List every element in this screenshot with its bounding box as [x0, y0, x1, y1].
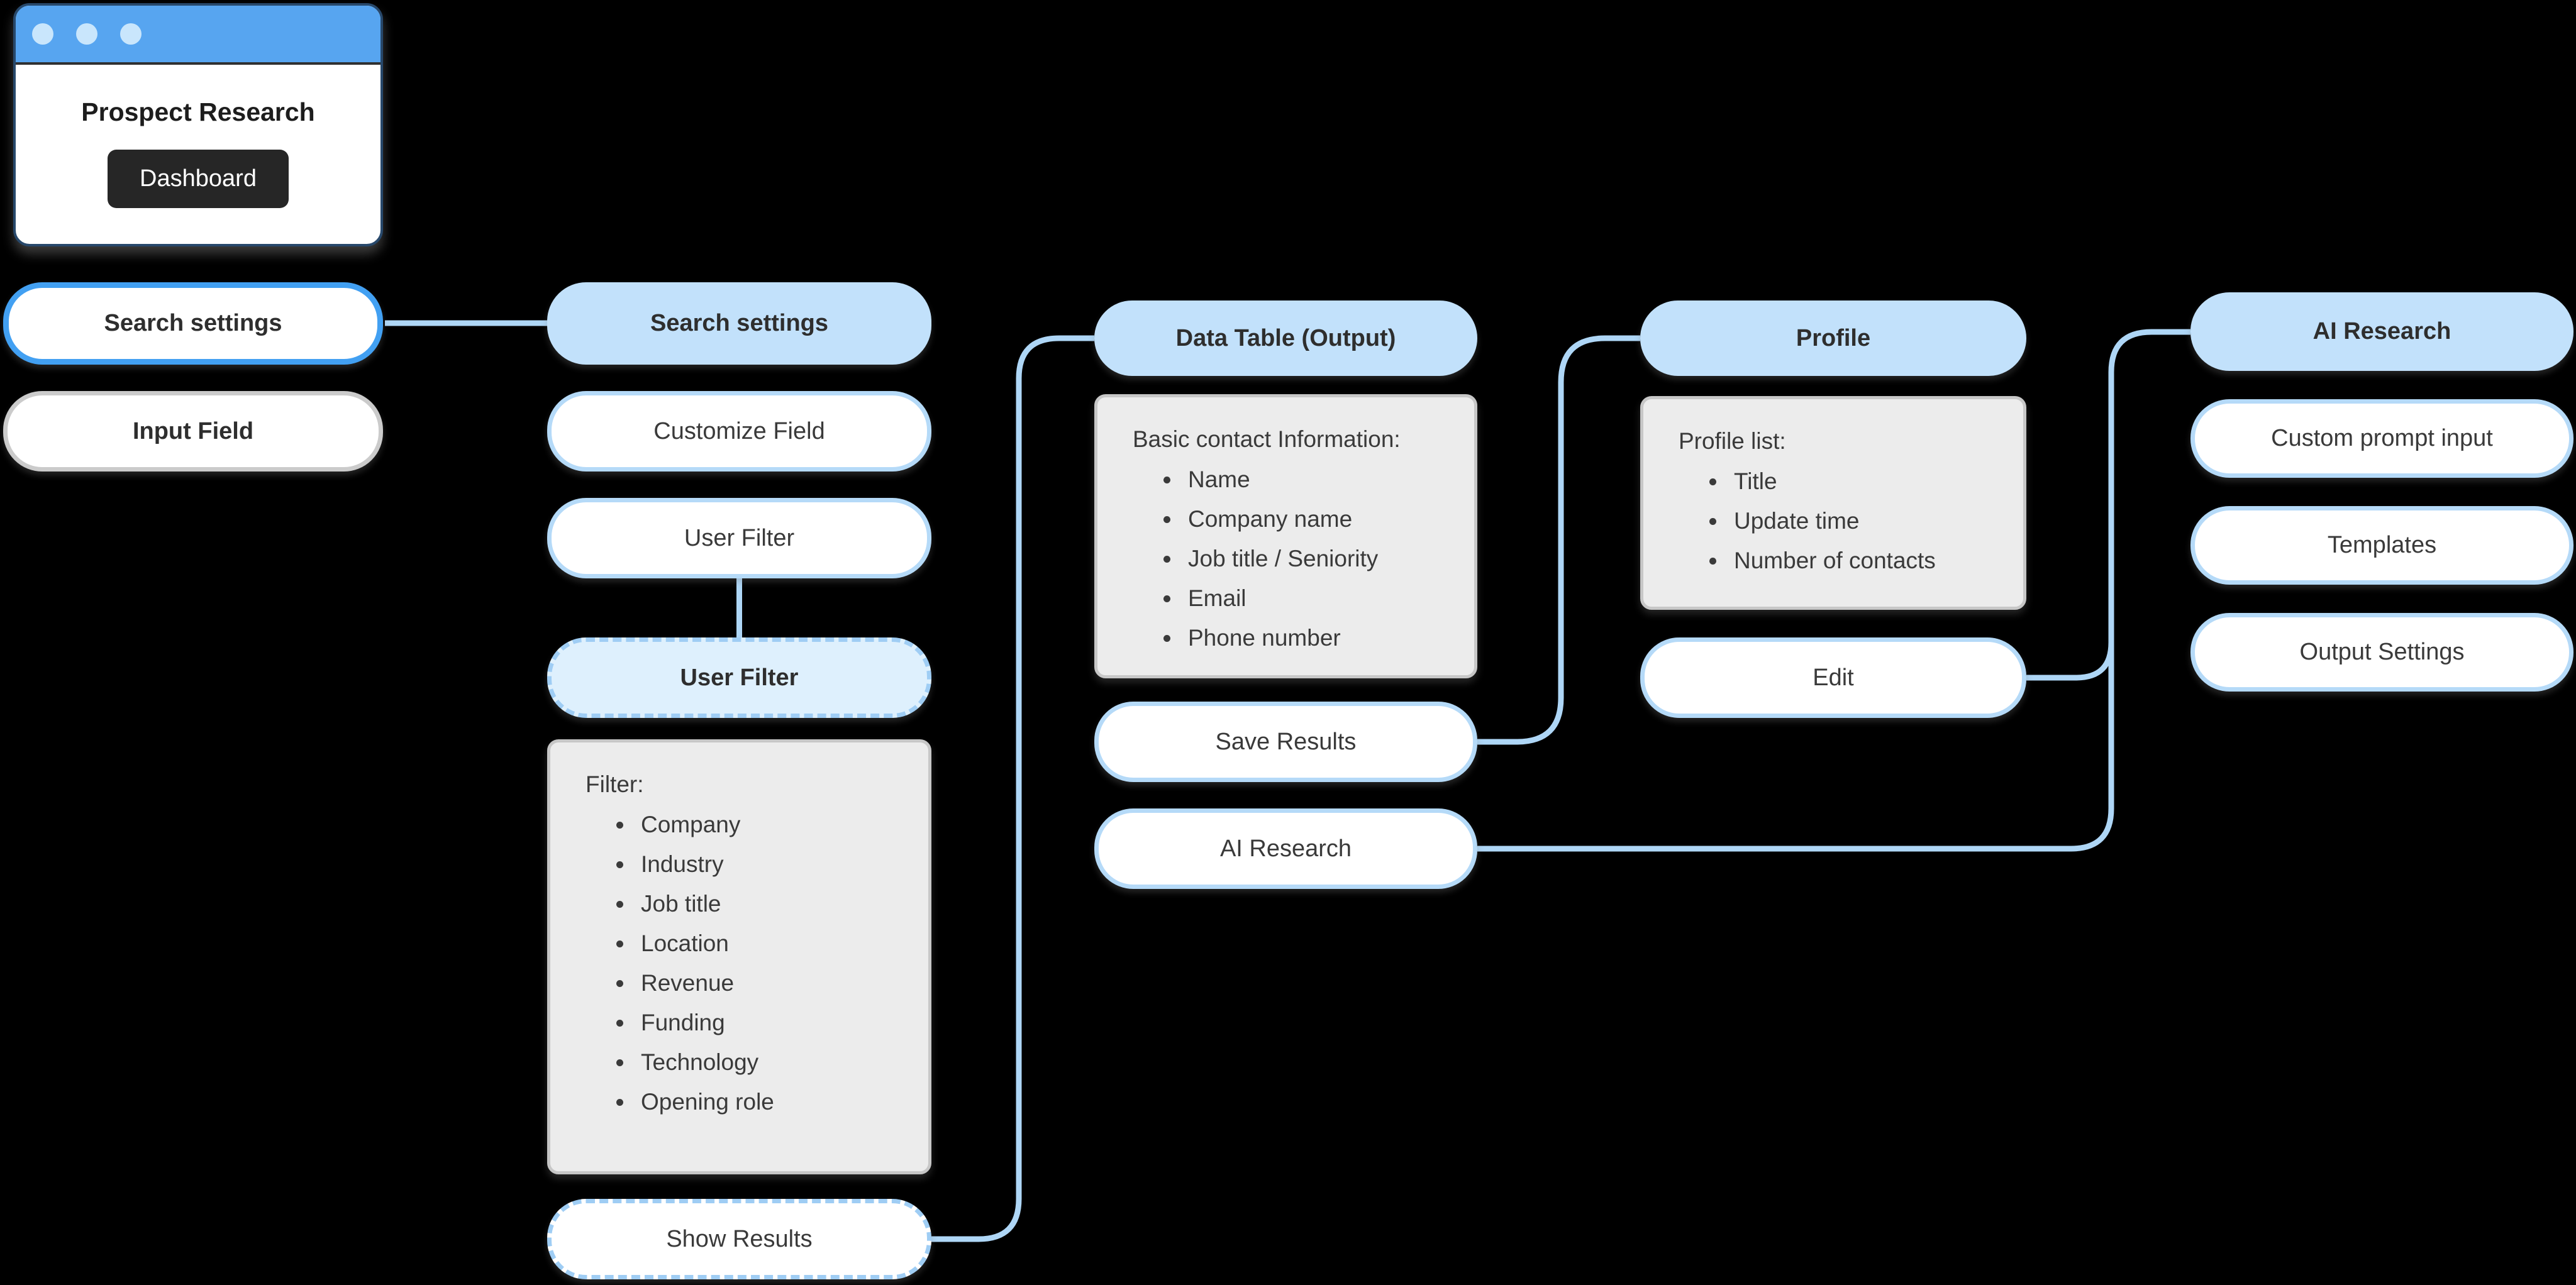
- user-filter-active-label: User Filter: [680, 664, 799, 691]
- profile-list-item: Number of contacts: [1728, 549, 2004, 572]
- contact-info-panel: Basic contact Information: Name Company …: [1094, 394, 1477, 678]
- nav-input-field-label: Input Field: [132, 417, 254, 444]
- contact-info-item: Job title / Seniority: [1182, 547, 1455, 570]
- edit-label: Edit: [1813, 664, 1854, 691]
- browser-body: Prospect Research Dashboard: [16, 97, 380, 208]
- dashboard-button[interactable]: Dashboard: [108, 150, 289, 208]
- ai-research-header-node[interactable]: AI Research: [2190, 292, 2573, 371]
- data-table-header-node[interactable]: Data Table (Output): [1094, 301, 1477, 376]
- profile-header-label: Profile: [1796, 324, 1871, 351]
- filter-item: Technology: [635, 1051, 909, 1074]
- filter-list: Company Industry Job title Location Reve…: [586, 813, 909, 1113]
- profile-header-node[interactable]: Profile: [1640, 301, 2026, 376]
- templates-label: Templates: [2327, 532, 2437, 558]
- contact-info-item: Company name: [1182, 507, 1455, 531]
- contact-info-title: Basic contact Information:: [1133, 426, 1401, 452]
- filter-item: Opening role: [635, 1090, 909, 1113]
- connector-edit-to-aiflow: [2026, 604, 2114, 681]
- custom-prompt-node[interactable]: Custom prompt input: [2190, 399, 2573, 478]
- filter-panel-title: Filter:: [586, 771, 644, 797]
- filter-item: Company: [635, 813, 909, 836]
- window-dot-icon: [120, 23, 142, 45]
- ai-research-header-label: AI Research: [2312, 318, 2451, 345]
- edit-node[interactable]: Edit: [1640, 637, 2026, 718]
- nav-input-field-node[interactable]: Input Field: [3, 391, 383, 472]
- customize-field-label: Customize Field: [653, 417, 825, 444]
- search-settings-header-node[interactable]: Search settings: [547, 282, 931, 365]
- contact-info-list: Name Company name Job title / Seniority …: [1133, 468, 1455, 649]
- templates-node[interactable]: Templates: [2190, 506, 2573, 585]
- data-table-header-label: Data Table (Output): [1175, 324, 1396, 351]
- nav-search-settings-node[interactable]: Search settings: [3, 282, 383, 365]
- filter-panel: Filter: Company Industry Job title Locat…: [547, 739, 931, 1174]
- customize-field-node[interactable]: Customize Field: [547, 391, 931, 472]
- user-filter-active-node[interactable]: User Filter: [547, 637, 931, 718]
- filter-item: Revenue: [635, 971, 909, 995]
- nav-search-settings-label: Search settings: [104, 310, 282, 336]
- connector-airesearch-node-to-aiflow: [1477, 329, 2190, 852]
- profile-list-item: Update time: [1728, 509, 2004, 532]
- profile-list-item: Title: [1728, 470, 2004, 493]
- filter-item: Funding: [635, 1011, 909, 1034]
- contact-info-item: Phone number: [1182, 626, 1455, 649]
- connector-showresults-to-datatable: [931, 335, 1094, 1242]
- browser-titlebar: [16, 6, 380, 65]
- contact-info-item: Name: [1182, 468, 1455, 491]
- profile-list-title: Profile list:: [1679, 428, 1786, 454]
- profile-list: Title Update time Number of contacts: [1679, 470, 2004, 572]
- ai-research-node[interactable]: AI Research: [1094, 808, 1477, 889]
- output-settings-node[interactable]: Output Settings: [2190, 613, 2573, 692]
- contact-info-item: Email: [1182, 587, 1455, 610]
- show-results-node[interactable]: Show Results: [547, 1199, 931, 1279]
- app-title: Prospect Research: [81, 97, 315, 126]
- save-results-label: Save Results: [1215, 728, 1357, 755]
- filter-item: Location: [635, 932, 909, 955]
- show-results-label: Show Results: [666, 1225, 813, 1252]
- save-results-node[interactable]: Save Results: [1094, 702, 1477, 782]
- user-filter-node[interactable]: User Filter: [547, 498, 931, 578]
- custom-prompt-label: Custom prompt input: [2271, 425, 2493, 451]
- window-dot-icon: [76, 23, 97, 45]
- output-settings-label: Output Settings: [2299, 639, 2465, 665]
- search-settings-header-label: Search settings: [650, 310, 828, 336]
- profile-list-panel: Profile list: Title Update time Number o…: [1640, 396, 2026, 610]
- connector-saveresults-to-profile: [1477, 335, 1640, 745]
- user-filter-label: User Filter: [684, 524, 795, 551]
- ai-research-node-label: AI Research: [1219, 835, 1352, 862]
- window-dot-icon: [32, 23, 53, 45]
- filter-item: Industry: [635, 852, 909, 876]
- filter-item: Job title: [635, 892, 909, 915]
- browser-window: Prospect Research Dashboard: [13, 3, 383, 246]
